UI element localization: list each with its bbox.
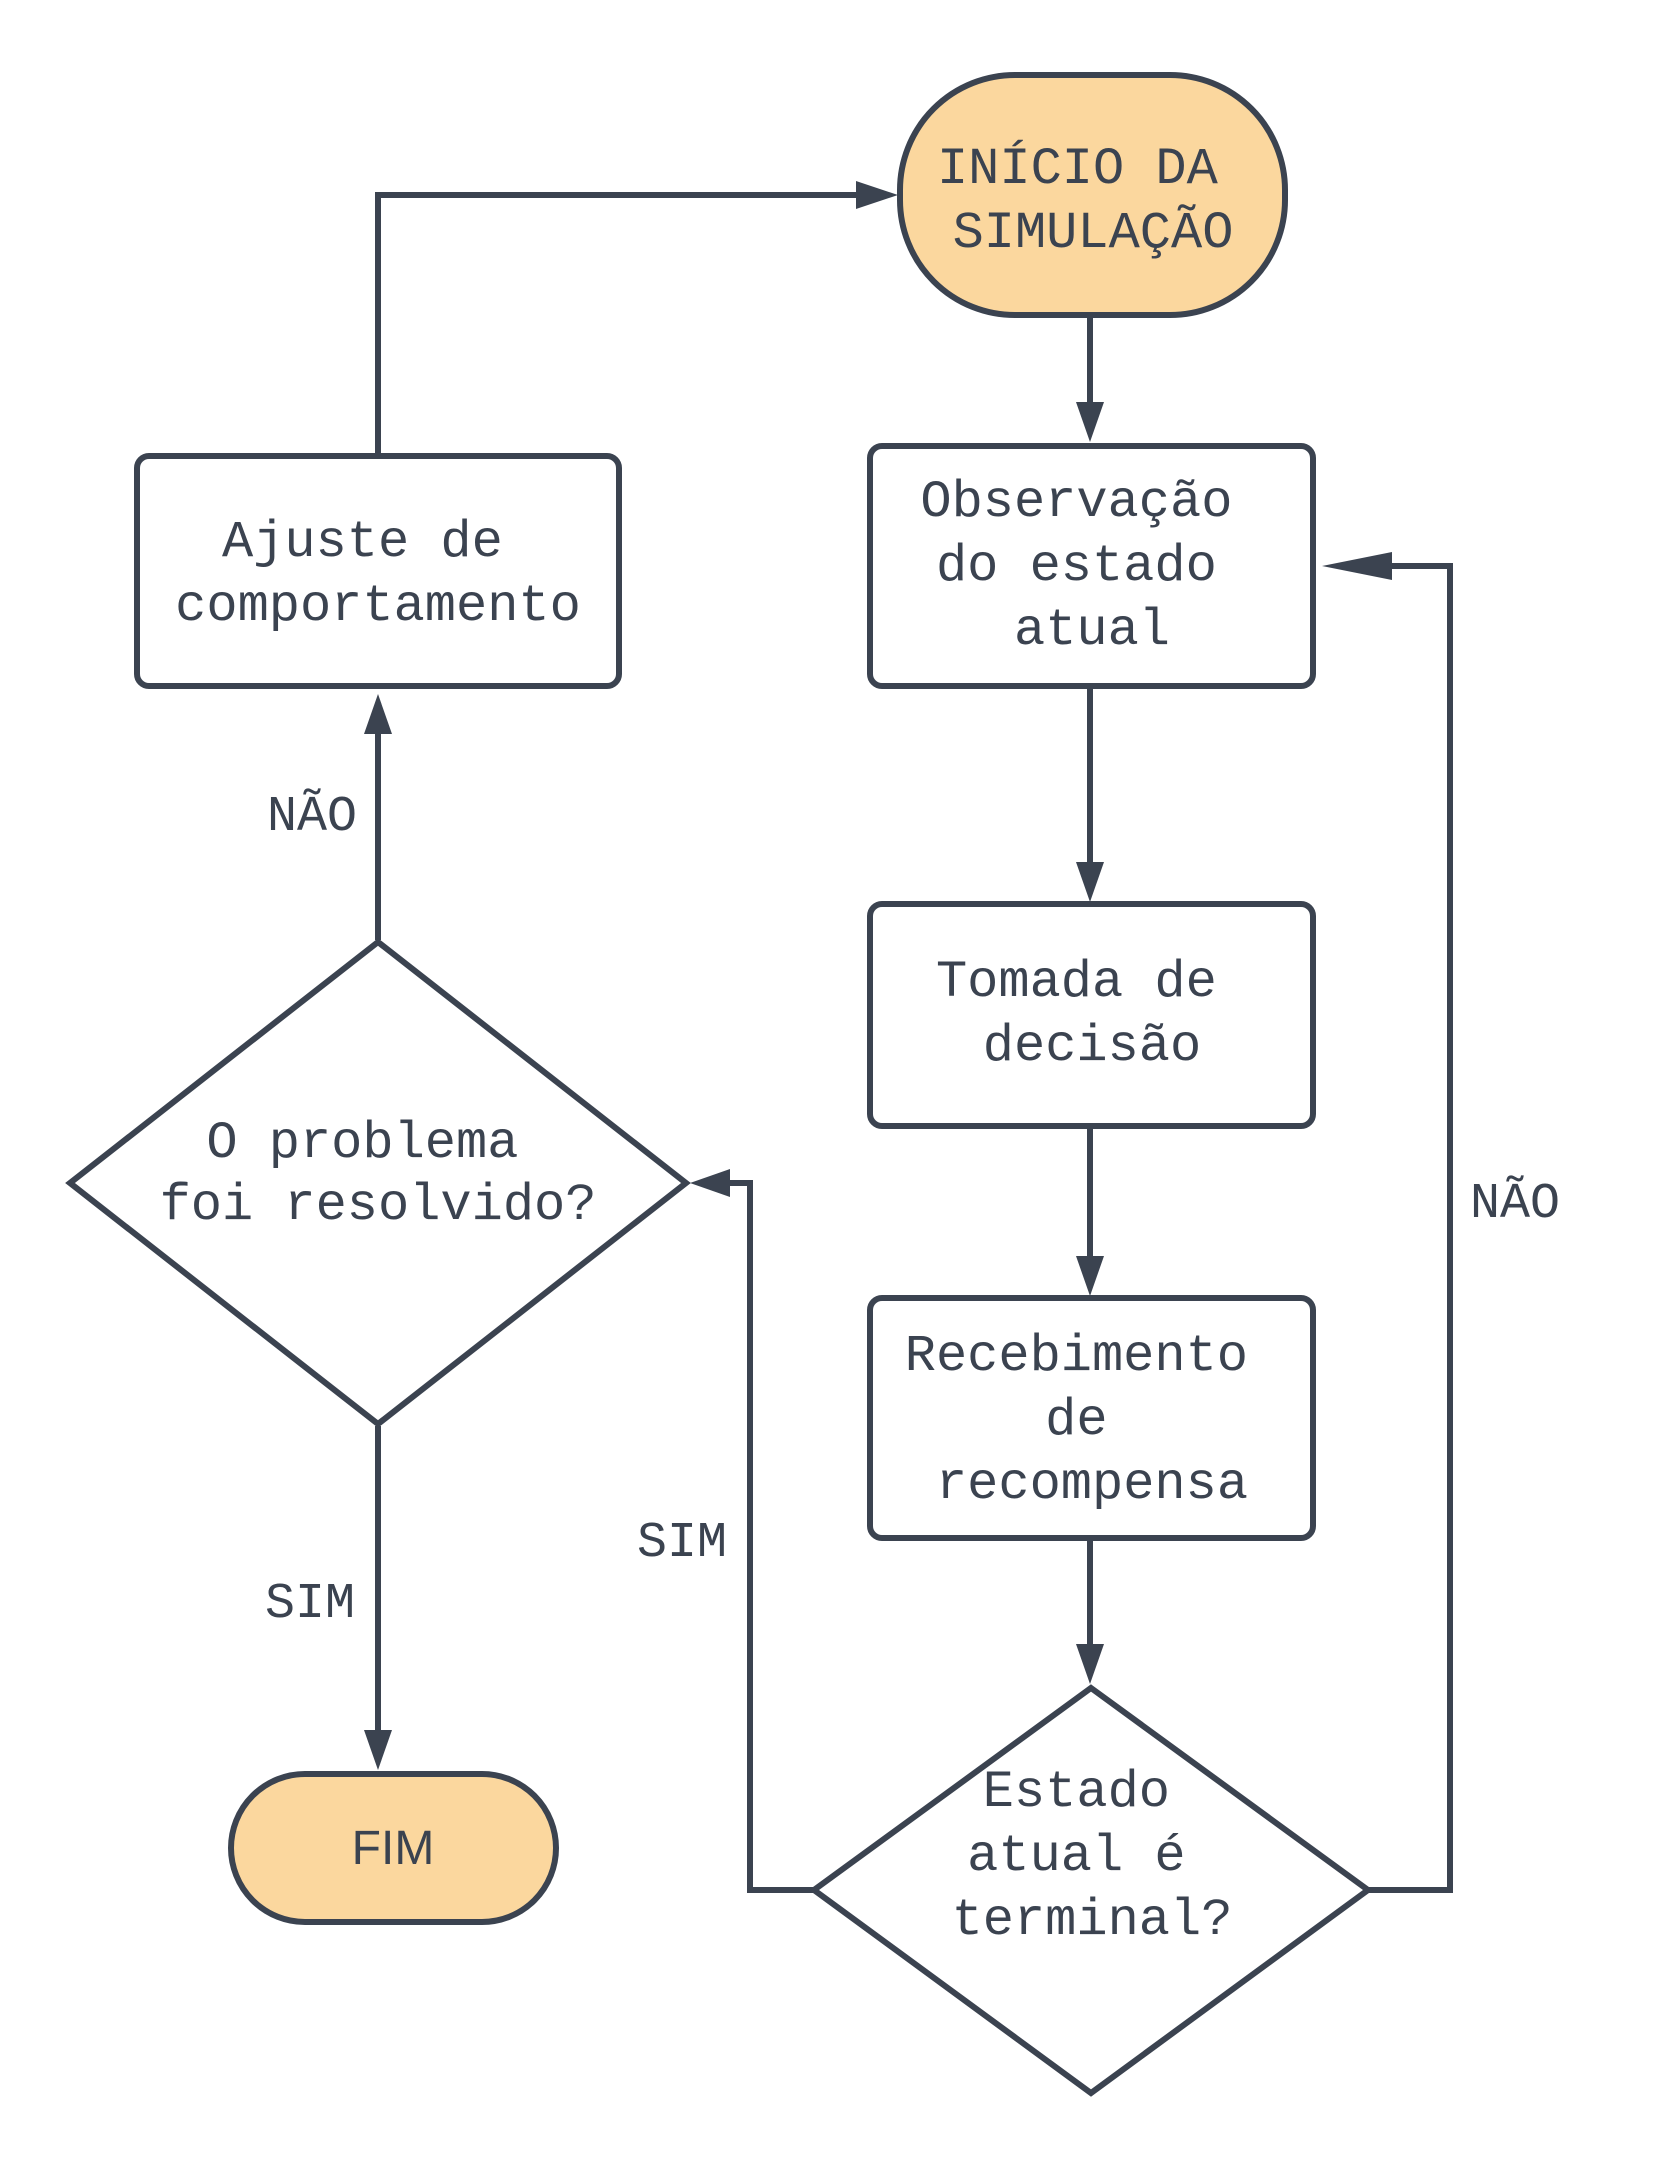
node-inicio-shape bbox=[897, 72, 1288, 318]
node-estado-terminal: Estado atual é terminal? bbox=[808, 1684, 1374, 2097]
node-tomada-line-1: Tomada de bbox=[936, 953, 1217, 1012]
node-fim-label: FIM bbox=[352, 1822, 435, 1875]
arrowhead-ajuste bbox=[364, 694, 392, 734]
arrowhead-observacao-loop bbox=[1322, 552, 1392, 580]
arrowhead-problema bbox=[690, 1169, 730, 1197]
node-estado-terminal-line-2: atual é bbox=[967, 1827, 1185, 1886]
node-ajuste-line-1: Ajuste de bbox=[222, 513, 503, 572]
node-observacao-line-1: Observação bbox=[920, 473, 1232, 532]
node-inicio-text: INÍCIO DA SIMULAÇÃO bbox=[937, 139, 1249, 263]
node-tomada-line-2: decisão bbox=[983, 1017, 1201, 1076]
edge-label-nao-left: NÃO bbox=[267, 788, 357, 846]
edge-label-sim-middle: SIM bbox=[637, 1515, 727, 1572]
node-tomada: Tomada de decisão bbox=[867, 901, 1316, 1129]
node-recebimento: Recebimento de recompensa bbox=[867, 1295, 1316, 1541]
arrowhead-observacao bbox=[1076, 402, 1104, 442]
arrowhead-recebimento bbox=[1076, 1256, 1104, 1296]
node-observacao: Observação do estado atual bbox=[867, 443, 1316, 689]
node-problema-resolvido-shape bbox=[65, 938, 691, 1428]
edge-ajuste-to-inicio bbox=[375, 192, 862, 456]
node-recebimento-text: Recebimento de recompensa bbox=[905, 1327, 1279, 1514]
node-observacao-line-3: atual bbox=[1014, 601, 1170, 660]
node-tomada-shape bbox=[867, 901, 1316, 1129]
node-recebimento-line-1: Recebimento bbox=[905, 1327, 1248, 1386]
arrowhead-fim bbox=[364, 1730, 392, 1770]
node-problema-resolvido-line-1: O problema bbox=[206, 1114, 518, 1173]
edge-label-nao-right: NÃO bbox=[1470, 1175, 1560, 1233]
arrowhead-estado bbox=[1076, 1644, 1104, 1684]
node-inicio-line-2: SIMULAÇÃO bbox=[953, 204, 1234, 263]
node-fim-shape bbox=[228, 1771, 559, 1925]
node-recebimento-shape bbox=[867, 1295, 1316, 1541]
arrowhead-inicio bbox=[856, 181, 898, 209]
node-estado-terminal-line-3: terminal? bbox=[952, 1891, 1233, 1950]
edge-label-sim-left: SIM bbox=[265, 1576, 355, 1633]
node-observacao-line-2: do estado bbox=[936, 537, 1217, 596]
node-recebimento-line-2: de bbox=[1045, 1391, 1107, 1450]
node-recebimento-line-3: recompensa bbox=[936, 1455, 1248, 1514]
node-ajuste-shape bbox=[134, 453, 622, 689]
edges bbox=[364, 181, 1453, 1893]
node-observacao-text: Observação do estado atual bbox=[920, 473, 1263, 660]
node-ajuste: Ajuste de comportamento bbox=[134, 453, 622, 689]
node-tomada-text: Tomada de decisão bbox=[936, 953, 1248, 1076]
node-estado-terminal-line-1: Estado bbox=[983, 1763, 1170, 1822]
edge-estado-sim-to-problema bbox=[722, 1180, 814, 1893]
arrowhead-tomada bbox=[1076, 862, 1104, 902]
node-inicio: INÍCIO DA SIMULAÇÃO bbox=[897, 72, 1288, 318]
node-estado-terminal-text: Estado atual é terminal? bbox=[952, 1763, 1233, 1950]
node-fim: FIM bbox=[228, 1771, 559, 1925]
node-ajuste-line-2: comportamento bbox=[175, 577, 581, 636]
node-ajuste-text: Ajuste de comportamento bbox=[175, 513, 581, 636]
node-inicio-line-1: INÍCIO DA bbox=[937, 139, 1219, 199]
node-problema-resolvido: O problema foi resolvido? bbox=[65, 938, 691, 1428]
node-problema-resolvido-text: O problema foi resolvido? bbox=[160, 1114, 597, 1235]
node-problema-resolvido-line-2: foi resolvido? bbox=[160, 1176, 597, 1235]
node-estado-terminal-shape bbox=[808, 1684, 1374, 2097]
edge-estado-nao-to-observacao bbox=[1362, 563, 1453, 1893]
node-observacao-shape bbox=[867, 443, 1316, 689]
